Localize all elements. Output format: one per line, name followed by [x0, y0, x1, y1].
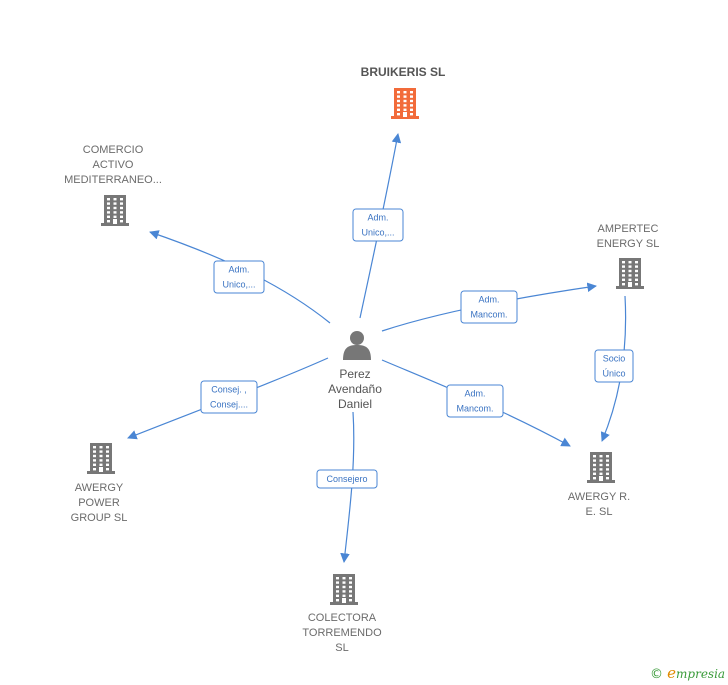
- edges-layer: [127, 133, 627, 563]
- person-name-line: Perez: [339, 367, 370, 381]
- edge-labels-layer: Adm.Unico,...Adm.Unico,...Adm.Mancom.Adm…: [200, 208, 634, 489]
- edge-label-line: Consej....: [210, 400, 248, 410]
- edge-label-box: [213, 260, 265, 294]
- company-node-awergy-power[interactable]: AWERGY POWER GROUP SL: [71, 443, 128, 524]
- company-name-line: COMERCIO: [83, 144, 144, 156]
- building-icon: [330, 574, 358, 605]
- edge-label-person-bruikeris[interactable]: Adm. Unico,...: [352, 208, 404, 242]
- company-node-awergy-re[interactable]: AWERGY R. E. SL: [568, 452, 630, 518]
- edge-label-line: Unico,...: [222, 280, 255, 290]
- edge-label-person-ampertec[interactable]: Adm. Mancom.: [460, 290, 518, 324]
- company-name-line: ENERGY SL: [597, 238, 660, 250]
- edge-label-person-comercio[interactable]: Adm. Unico,...: [213, 260, 265, 294]
- company-name-line: MEDITERRANEO...: [64, 174, 162, 186]
- edge-label-line: Mancom.: [470, 310, 507, 320]
- person-name-line: Daniel: [338, 397, 372, 411]
- company-name-line: AWERGY: [75, 482, 124, 494]
- brand-initial: e: [667, 664, 677, 682]
- person-name-line: Avendaño: [328, 382, 382, 396]
- edge-label-person-awergy-power[interactable]: Consej. , Consej....: [200, 380, 258, 414]
- company-name-line: BRUIKERIS SL: [361, 65, 446, 79]
- edge-label-box: [446, 384, 504, 418]
- company-name-line: GROUP SL: [71, 512, 128, 524]
- edge-label-box: [316, 469, 378, 489]
- edge-label-line: Único: [602, 369, 625, 379]
- edge-label-line: Adm.: [367, 213, 388, 223]
- building-icon: [101, 195, 129, 226]
- company-name-line: AWERGY R.: [568, 491, 630, 503]
- company-name-line: SL: [335, 642, 348, 654]
- company-name-line: POWER: [78, 497, 120, 509]
- person-icon: [343, 331, 371, 360]
- edge-label-line: Adm.: [464, 389, 485, 399]
- empresia-brand[interactable]: © empresia: [650, 664, 725, 682]
- company-name-line: COLECTORA: [308, 612, 377, 624]
- edge-label-box: [460, 290, 518, 324]
- company-node-ampertec[interactable]: AMPERTEC ENERGY SL: [597, 223, 660, 289]
- building-icon: [391, 88, 419, 119]
- edge-label-person-awergy-re[interactable]: Adm. Mancom.: [446, 384, 504, 418]
- company-node-bruikeris[interactable]: BRUIKERIS SL: [361, 65, 446, 119]
- edge-label-person-colectora[interactable]: Consejero: [316, 469, 378, 489]
- edge-label-box: [594, 349, 634, 383]
- company-name-line: E. SL: [586, 506, 613, 518]
- company-node-comercio[interactable]: COMERCIO ACTIVO MEDITERRANEO...: [64, 144, 162, 226]
- edge-label-line: Consej. ,: [211, 385, 247, 395]
- company-name-line: TORREMENDO: [302, 627, 382, 639]
- edge-label-line: Mancom.: [456, 404, 493, 414]
- company-name-line: ACTIVO: [93, 159, 134, 171]
- building-icon: [616, 258, 644, 289]
- building-icon: [87, 443, 115, 474]
- company-node-colectora[interactable]: COLECTORA TORREMENDO SL: [302, 574, 382, 654]
- edge-label-box: [352, 208, 404, 242]
- edge-label-line: Adm.: [228, 265, 249, 275]
- company-name-line: AMPERTEC: [598, 223, 659, 235]
- copyright-symbol: ©: [650, 667, 663, 682]
- building-icon: [587, 452, 615, 483]
- edge-label-line: Consejero: [326, 474, 367, 484]
- edge-label-line: Adm.: [478, 295, 499, 305]
- brand-name-rest: mpresia: [676, 667, 726, 681]
- edge-label-line: Unico,...: [361, 228, 394, 238]
- edge-label-box: [200, 380, 258, 414]
- edge-label-line: Socio: [603, 354, 626, 364]
